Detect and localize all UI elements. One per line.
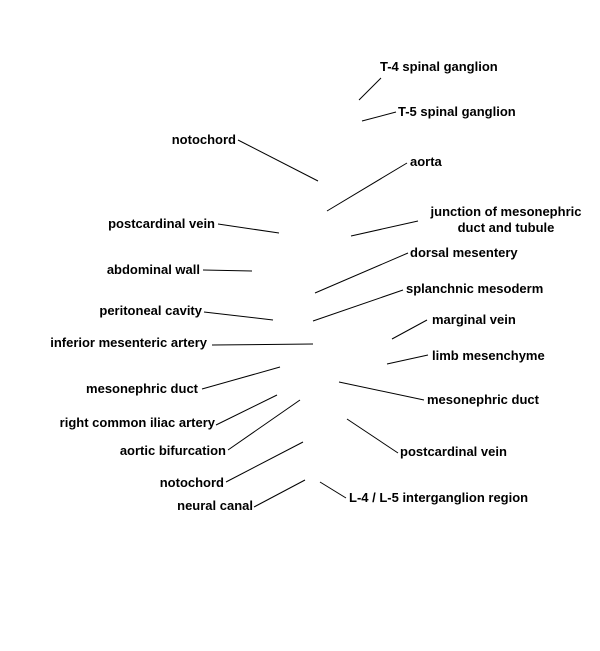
label-l4-l5-interganglion-region: L-4 / L-5 interganglion region (349, 490, 529, 505)
leader-right-common-iliac-artery (215, 394, 278, 426)
leader-mesonephric-duct-right (338, 381, 425, 401)
leader-postcardinal-vein-left (217, 223, 280, 234)
label-splanchnic-mesoderm: splanchnic mesoderm (406, 281, 544, 296)
leader-aorta (326, 162, 408, 212)
label-postcardinal-vein-right: postcardinal vein (400, 444, 507, 459)
leader-junction (350, 220, 419, 237)
leader-l4-l5-interganglion-region (319, 481, 347, 499)
leader-splanchnic-mesoderm (312, 289, 404, 322)
label-peritoneal-cavity: peritoneal cavity (99, 303, 202, 318)
label-mesonephric-duct-left: mesonephric duct (86, 381, 198, 396)
label-aorta: aorta (410, 154, 442, 169)
leader-neural-canal (253, 479, 306, 508)
label-notochord-lower: notochord (159, 475, 224, 490)
label-postcardinal-vein-left: postcardinal vein (108, 216, 215, 231)
label-junction-line1: junction of mesonephric (430, 204, 582, 219)
leader-mesonephric-duct-left (201, 366, 281, 390)
label-t5-spinal-ganglion: T-5 spinal ganglion (398, 104, 516, 119)
leader-marginal-vein (391, 319, 428, 340)
label-aortic-bifurcation: aortic bifurcation (119, 443, 226, 458)
label-abdominal-wall: abdominal wall (106, 262, 200, 277)
leader-aortic-bifurcation (227, 399, 301, 451)
label-notochord-upper: notochord (171, 132, 236, 147)
label-junction-of-mesonephric-duct-and-tubule: junction of mesonephric duct and tubule (418, 204, 594, 236)
leader-abdominal-wall (202, 269, 253, 272)
label-t4-spinal-ganglion: T-4 spinal ganglion (380, 59, 498, 74)
leader-t4-spinal-ganglion (358, 77, 382, 101)
leader-t5-spinal-ganglion (361, 111, 397, 122)
leader-dorsal-mesentery (314, 252, 409, 294)
label-inferior-mesenteric-artery: inferior mesenteric artery (50, 335, 207, 350)
label-junction-line2: duct and tubule (457, 220, 555, 235)
leader-postcardinal-vein-right (346, 418, 399, 454)
label-marginal-vein: marginal vein (432, 312, 516, 327)
label-neural-canal: neural canal (177, 498, 253, 513)
leader-limb-mesenchyme (386, 354, 429, 365)
leader-notochord-upper (237, 139, 319, 182)
label-mesonephric-duct-right: mesonephric duct (427, 392, 539, 407)
label-limb-mesenchyme: limb mesenchyme (432, 348, 545, 363)
leader-peritoneal-cavity (203, 311, 274, 321)
label-right-common-iliac-artery: right common iliac artery (59, 415, 215, 430)
label-dorsal-mesentery: dorsal mesentery (410, 245, 518, 260)
leader-notochord-lower (225, 441, 304, 483)
leader-inferior-mesenteric-artery (211, 343, 314, 346)
